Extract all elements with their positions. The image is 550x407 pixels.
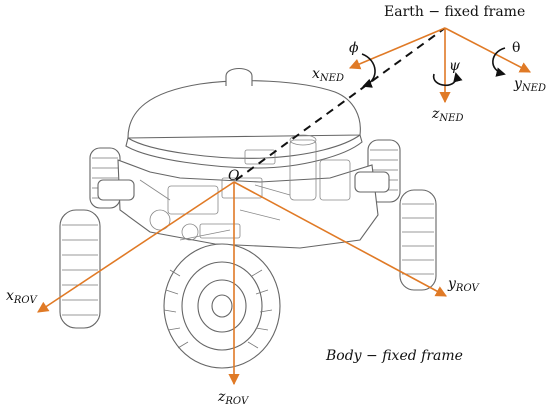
earth-frame-label: Earth − fixed frame	[384, 4, 525, 20]
phi-rotation-arrow	[361, 53, 376, 88]
front-right-wheel	[399, 189, 437, 291]
z-ned-label: zNED	[431, 106, 463, 124]
x-ned-label: xNED	[312, 66, 344, 84]
front-left-wheel	[59, 209, 101, 329]
dashed-frame-link	[235, 27, 446, 181]
y-rov-axis	[233, 181, 447, 297]
theta-rotation-arrow	[492, 47, 506, 77]
ned-axes	[348, 27, 531, 104]
phi-label: ϕ	[349, 40, 359, 56]
theta-label: θ	[512, 40, 520, 56]
x-rov-label: xROV	[6, 288, 38, 306]
front-center-wheel	[163, 243, 281, 369]
psi-rotation-arrow	[433, 72, 463, 87]
x-ned-axis	[348, 27, 446, 70]
rover-illustration	[59, 67, 437, 369]
chassis-body	[117, 159, 379, 249]
z-rov-label: zROV	[217, 389, 250, 407]
y-ned-axis	[444, 27, 531, 73]
body-frame-label: Body − fixed frame	[325, 348, 463, 364]
rov-axes	[37, 181, 447, 386]
x-rov-axis	[37, 181, 235, 313]
y-rov-label: yROV	[447, 276, 480, 294]
origin-label: O	[228, 168, 240, 184]
y-ned-label: yNED	[513, 76, 546, 94]
psi-label: ψ	[449, 58, 461, 74]
dome-shell	[127, 80, 361, 139]
top-handle	[225, 67, 253, 86]
internal-components	[139, 134, 351, 241]
